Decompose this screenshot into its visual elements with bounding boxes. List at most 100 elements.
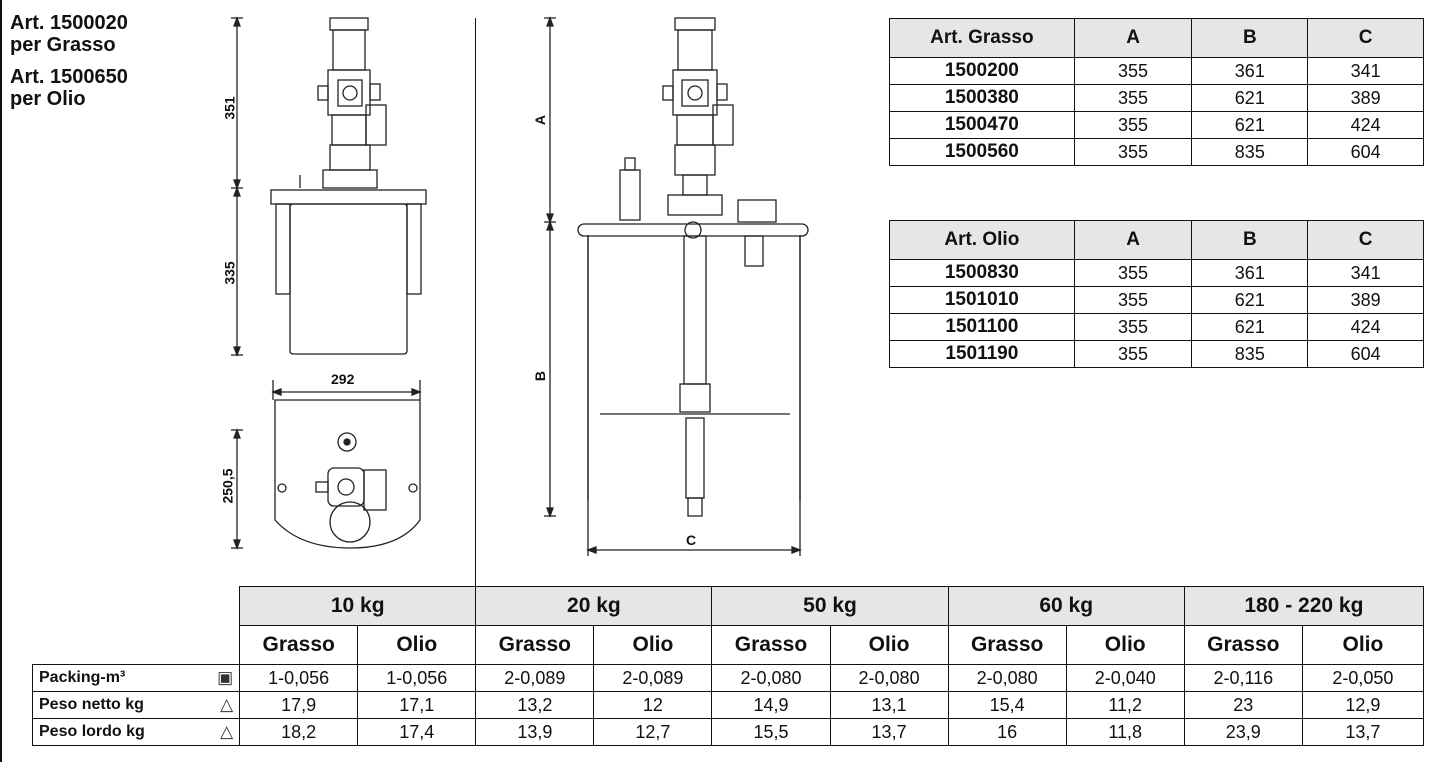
sub-olio: Olio: [829, 625, 949, 665]
article-code: 1501100: [889, 313, 1075, 341]
table-header-row: Art. Olio A B C: [889, 220, 1424, 260]
cell: 16: [947, 718, 1067, 746]
dim-335: 335: [221, 261, 238, 285]
cell: 17,1: [357, 691, 477, 719]
cell: 13,9: [475, 718, 595, 746]
article-code: 1501190: [889, 340, 1075, 368]
row-label: Peso netto kg △: [31, 691, 241, 719]
header-cell: C: [1307, 18, 1424, 58]
cell: 15,4: [947, 691, 1067, 719]
cell: 14,9: [711, 691, 831, 719]
header-cell: B: [1191, 220, 1309, 260]
divider-line: [475, 18, 476, 588]
cell: 2-0,080: [829, 664, 949, 692]
olio-table: Art. Olio A B C 1500830 355 361 341 1501…: [889, 220, 1424, 368]
table-row: 1501100 355 621 424: [889, 313, 1424, 341]
dim-250-5: 250,5: [219, 468, 236, 504]
row-label-text: Peso lordo kg: [39, 723, 145, 740]
cell: 361: [1191, 259, 1309, 287]
cell: 2-0,089: [475, 664, 595, 692]
cell: 13,7: [829, 718, 949, 746]
article-code: 1500380: [889, 84, 1075, 112]
cell: 621: [1191, 84, 1309, 112]
table-row-packing: Packing-m³▣ 1-0,056 1-0,056 2-0,089 2-0,…: [31, 664, 1425, 692]
table-row: 1500200 355 361 341: [889, 57, 1424, 85]
table-row: 1500380 355 621 389: [889, 84, 1424, 112]
cell: 835: [1191, 340, 1309, 368]
cell: 2-0,080: [711, 664, 831, 692]
sub-grasso: Grasso: [711, 625, 831, 665]
group-header-row: 10 kg 20 kg 50 kg 60 kg 180 - 220 kg: [33, 586, 1425, 626]
cell: 355: [1073, 111, 1193, 139]
sub-olio: Olio: [1065, 625, 1185, 665]
dim-C: C: [686, 532, 697, 548]
row-label: Peso lordo kg △: [31, 718, 241, 746]
sub-olio: Olio: [357, 625, 477, 665]
cell: 17,4: [357, 718, 477, 746]
cell: 341: [1307, 259, 1424, 287]
box-icon: ▣: [217, 668, 234, 687]
cell: 17,9: [239, 691, 359, 719]
sub-grasso: Grasso: [1183, 625, 1303, 665]
cell: 355: [1073, 340, 1193, 368]
header-cell: B: [1191, 18, 1309, 58]
cell: 355: [1073, 84, 1193, 112]
table-header-row: Art. Grasso A B C: [889, 18, 1424, 58]
group-10kg: 10 kg: [239, 586, 477, 626]
sub-olio: Olio: [1301, 625, 1425, 665]
cell: 621: [1191, 111, 1309, 139]
cell: 424: [1307, 313, 1424, 341]
cell: 2-0,116: [1183, 664, 1303, 692]
cell: 621: [1191, 313, 1309, 341]
article-code: 1500470: [889, 111, 1075, 139]
table-row-peso-netto: Peso netto kg△ 17,9 17,1 13,2 12 14,9 13…: [31, 691, 1425, 719]
technical-drawing: [231, 16, 809, 556]
article-code: 1500560: [889, 138, 1075, 166]
group-60kg: 60 kg: [947, 586, 1185, 626]
cell: 604: [1307, 138, 1424, 166]
table-row: 1501010 355 621 389: [889, 286, 1424, 314]
cell: 389: [1307, 84, 1424, 112]
left-border: [0, 0, 2, 762]
cell: 2-0,089: [593, 664, 713, 692]
cell: 355: [1073, 57, 1193, 85]
cell: 621: [1191, 286, 1309, 314]
cell: 2-0,080: [947, 664, 1067, 692]
article-code: 1500200: [889, 57, 1075, 85]
title-olio: Art. 1500650 per Olio: [10, 66, 128, 110]
cell: 389: [1307, 286, 1424, 314]
cell: 604: [1307, 340, 1424, 368]
cell: 11,2: [1065, 691, 1185, 719]
sub-grasso: Grasso: [475, 625, 595, 665]
cell: 341: [1307, 57, 1424, 85]
weight-icon: △: [220, 722, 234, 741]
table-row-peso-lordo: Peso lordo kg△ 18,2 17,4 13,9 12,7 15,5 …: [31, 718, 1425, 746]
cell: 12: [593, 691, 713, 719]
cell: 361: [1191, 57, 1309, 85]
row-label-text: Peso netto kg: [39, 696, 144, 713]
cell: 13,1: [829, 691, 949, 719]
cell: 2-0,050: [1301, 664, 1425, 692]
header-cell: C: [1307, 220, 1424, 260]
cell: 23,9: [1183, 718, 1303, 746]
dim-A: A: [532, 114, 549, 126]
header-cell: Art. Grasso: [889, 18, 1075, 58]
cell: 424: [1307, 111, 1424, 139]
sub-grasso: Grasso: [947, 625, 1067, 665]
table-row: 1501190 355 835 604: [889, 340, 1424, 368]
header-cell: Art. Olio: [889, 220, 1075, 260]
article-code: 1500830: [889, 259, 1075, 287]
group-50kg: 50 kg: [711, 586, 949, 626]
weight-icon: △: [220, 695, 234, 714]
product-titles: Art. 1500020 per Grasso Art. 1500650 per…: [10, 12, 128, 120]
title-grasso: Art. 1500020 per Grasso: [10, 12, 128, 56]
table-row: 1500470 355 621 424: [889, 111, 1424, 139]
empty-corner: [33, 587, 240, 626]
empty-corner: [33, 626, 240, 665]
cell: 355: [1073, 313, 1193, 341]
cell: 2-0,040: [1065, 664, 1185, 692]
cell: 15,5: [711, 718, 831, 746]
sub-olio: Olio: [593, 625, 713, 665]
cell: 23: [1183, 691, 1303, 719]
cell: 11,8: [1065, 718, 1185, 746]
